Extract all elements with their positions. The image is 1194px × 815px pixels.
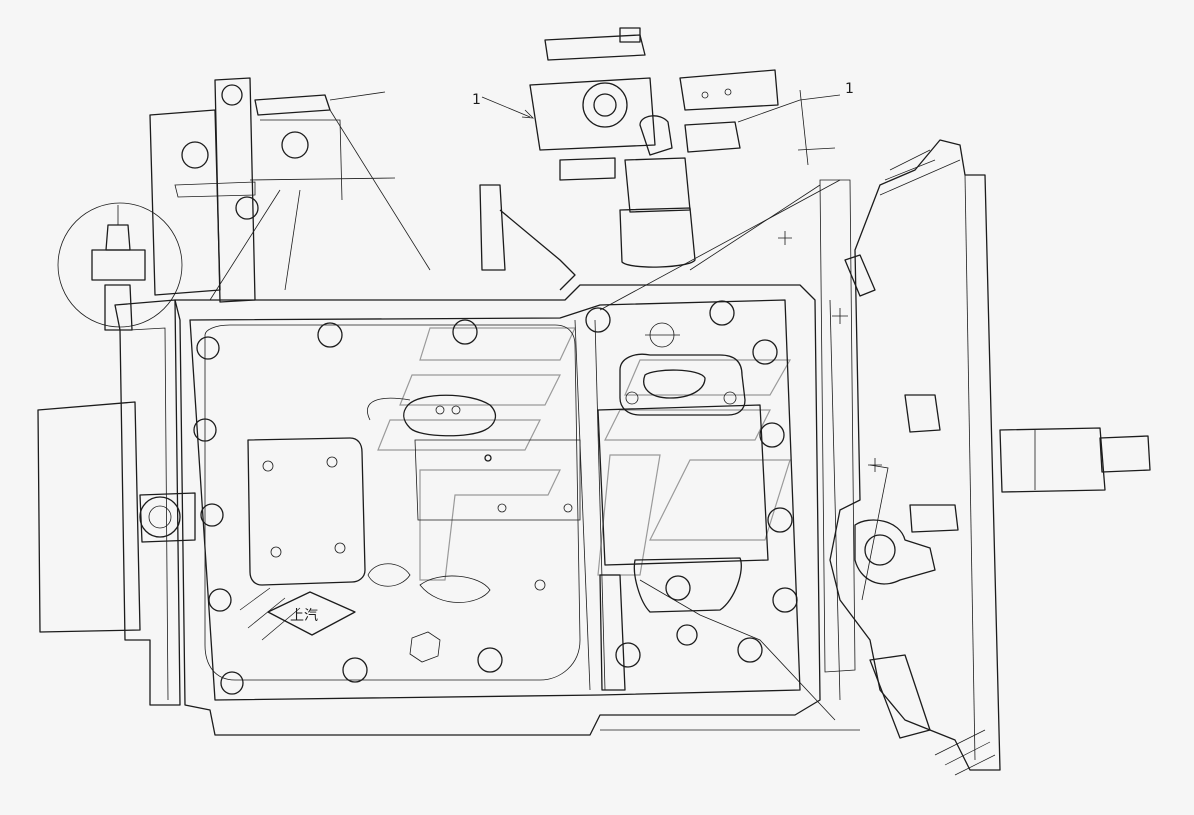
upper-left-bracket [149, 77, 431, 303]
cover-plate [247, 437, 366, 586]
callouts: 1 1 [472, 81, 854, 311]
center-features [367, 394, 581, 603]
main-housing [37, 284, 821, 736]
shift-cover [597, 322, 769, 691]
nameplate: 上汽 [239, 587, 356, 641]
center-marks [778, 231, 882, 472]
shift-linkage [479, 27, 836, 291]
housing-bolts [193, 300, 798, 695]
nameplate-text: 上汽 [290, 608, 318, 624]
callout-label-1: 1 [472, 92, 481, 108]
watermark-logo [377, 327, 792, 581]
left-connector [139, 492, 196, 543]
left-sensor [57, 202, 183, 331]
callout-label-2: 1 [845, 81, 854, 97]
bell-housing [600, 139, 1151, 776]
